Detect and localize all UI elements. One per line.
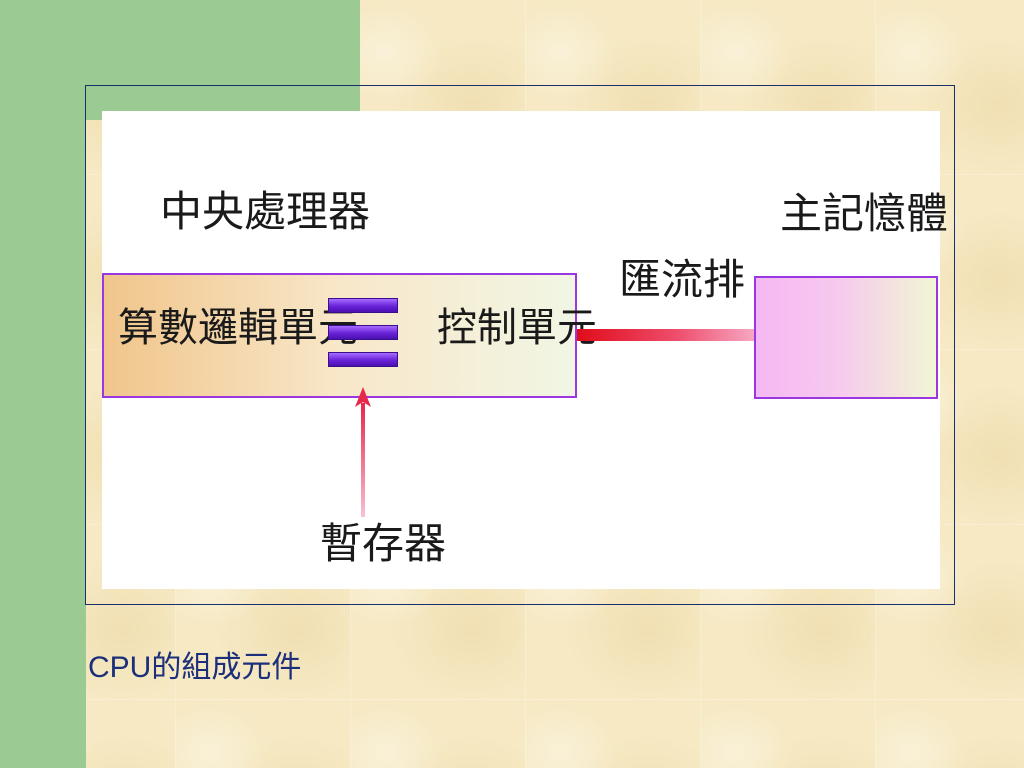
arrow-up-icon [355,387,371,517]
bus-connector [577,329,755,341]
cpu-box: 算數邏輯單元 控制單元 [102,273,597,398]
cpu-components-diagram: 中央處理器 主記憶體 匯流排 算數邏輯單元 控制單元 暫存器 [102,111,948,589]
bus-label: 匯流排 [619,255,746,304]
cpu-title: 中央處理器 [160,187,371,236]
diagram-frame [85,85,955,605]
memory-title: 主記憶體 [780,189,949,238]
register-label: 暫存器 [320,519,447,568]
register-bar [328,325,398,340]
register-bar [328,352,398,367]
green-top-band [86,0,360,120]
control-unit-label: 控制單元 [437,305,597,351]
memory-box [754,276,938,399]
slide-caption: CPU的組成元件 [88,651,302,684]
green-side-band [0,0,86,768]
alu-label: 算數邏輯單元 [118,305,358,351]
register-bar [328,298,398,313]
